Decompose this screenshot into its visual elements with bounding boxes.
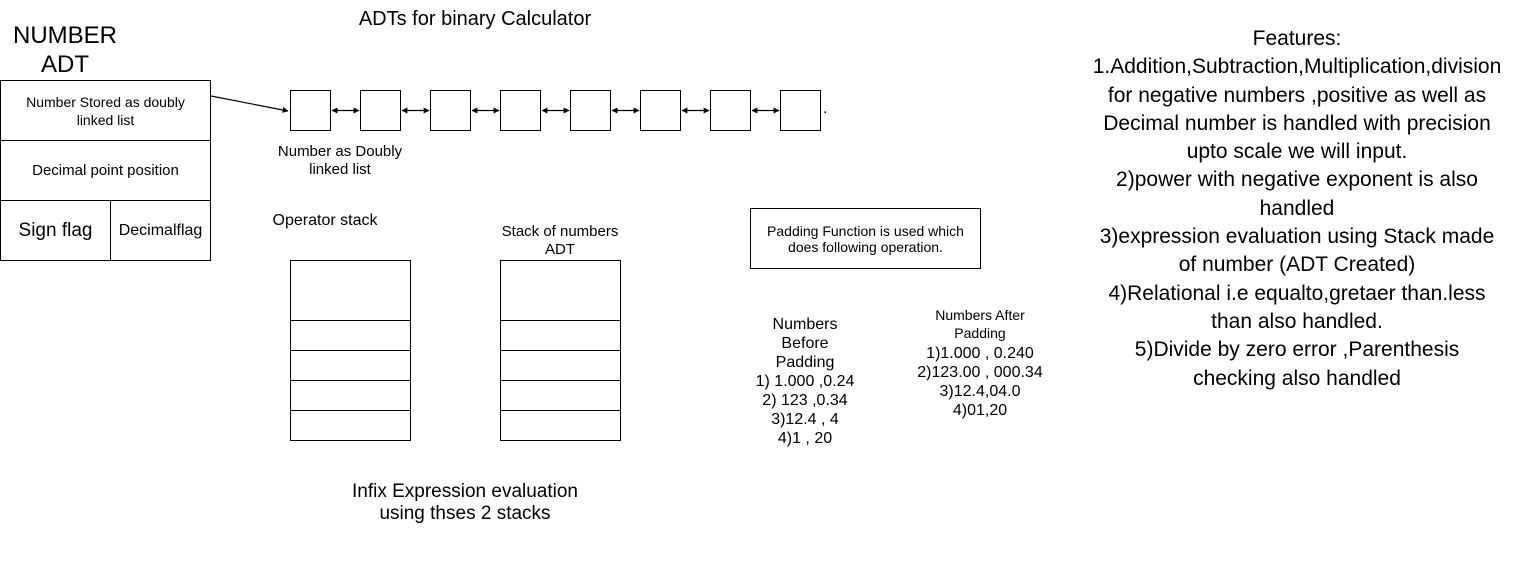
operator-stack-label: Operator stack xyxy=(272,212,378,229)
list-node xyxy=(500,90,541,131)
features-block: Features: 1.Addition,Subtraction,Multipl… xyxy=(1060,25,1534,393)
features-line: Decimal number is handled with precision xyxy=(1103,111,1491,135)
list-node xyxy=(360,90,401,131)
number-adt-row-decimal-position: Decimal point position xyxy=(1,141,210,201)
before-padding-item: 4)1 , 20 xyxy=(777,430,833,447)
operator-stack-divider xyxy=(291,320,410,321)
after-padding-block: Numbers After Padding 1)1.000 , 0.240 2)… xyxy=(895,306,1065,420)
number-stack-divider xyxy=(501,320,620,321)
number-adt-heading-line1: NUMBER xyxy=(12,22,117,49)
number-adt-sign-flag: Sign flag xyxy=(1,201,111,260)
features-line: 3)expression evaluation using Stack made xyxy=(1099,225,1495,249)
list-node xyxy=(430,90,471,131)
number-adt-heading-line2: ADT xyxy=(41,51,89,78)
before-padding-item: 3)12.4 , 4 xyxy=(771,411,839,428)
features-line: 1.Addition,Subtraction,Multiplication,di… xyxy=(1092,55,1502,79)
diagram-title: ADTs for binary Calculator xyxy=(358,8,592,30)
after-padding-item: 1)1.000 , 0.240 xyxy=(926,345,1034,362)
before-padding-block: Numbers Before Padding 1) 1.000 ,0.24 2)… xyxy=(725,315,885,448)
features-line: for negative numbers ,positive as well a… xyxy=(1107,83,1487,107)
list-node xyxy=(780,90,821,131)
features-heading: Features: xyxy=(1252,27,1342,50)
operator-stack-divider xyxy=(291,350,410,351)
operator-stack-divider xyxy=(291,380,410,381)
features-line: of number (ADT Created) xyxy=(1178,253,1416,277)
list-node xyxy=(710,90,751,131)
before-padding-heading: Numbers Before Padding xyxy=(772,316,838,371)
features-line: than also handled. xyxy=(1211,309,1383,333)
number-adt-heading: NUMBER ADT xyxy=(0,21,130,79)
number-stack xyxy=(500,260,621,441)
operator-stack-divider xyxy=(291,410,410,411)
after-padding-item: 4)01,20 xyxy=(952,402,1008,419)
features-line: 5)Divide by zero error ,Parenthesis xyxy=(1134,338,1460,362)
operator-stack xyxy=(290,260,411,441)
number-adt-row-doubly-linked: Number Stored as doubly linked list xyxy=(1,81,210,141)
features-line: 4)Relational i.e equalto,gretaer than.le… xyxy=(1108,281,1486,305)
adt-to-list-arrow xyxy=(210,95,289,113)
features-line: upto scale we will input. xyxy=(1186,140,1408,164)
list-node xyxy=(640,90,681,131)
number-adt-table: Number Stored as doubly linked list Deci… xyxy=(0,80,211,261)
padding-note: Padding Function is used which does foll… xyxy=(750,208,981,269)
after-padding-item: 2)123.00 , 000.34 xyxy=(917,364,1043,381)
number-stack-divider xyxy=(501,410,620,411)
after-padding-item: 3)12.4,04.0 xyxy=(939,383,1021,400)
features-line: checking also handled xyxy=(1193,366,1401,390)
number-stack-divider xyxy=(501,380,620,381)
list-node xyxy=(570,90,611,131)
before-padding-item: 2) 123 ,0.34 xyxy=(762,392,848,409)
list-node xyxy=(290,90,331,131)
number-stack-label: Stack of numbers ADT xyxy=(501,223,619,258)
linked-list-caption: Number as Doubly linked list xyxy=(277,143,403,178)
number-adt-decimal-flag: Decimalflag xyxy=(118,222,203,239)
after-padding-heading: Numbers After Padding xyxy=(935,307,1025,341)
features-line: handled xyxy=(1259,196,1335,220)
number-stack-divider xyxy=(501,350,620,351)
list-trailing-mark: . xyxy=(823,100,828,117)
features-line: 2)power with negative exponent is also xyxy=(1116,168,1478,192)
before-padding-item: 1) 1.000 ,0.24 xyxy=(755,373,855,390)
infix-caption: Infix Expression evaluation using thses … xyxy=(351,481,578,524)
